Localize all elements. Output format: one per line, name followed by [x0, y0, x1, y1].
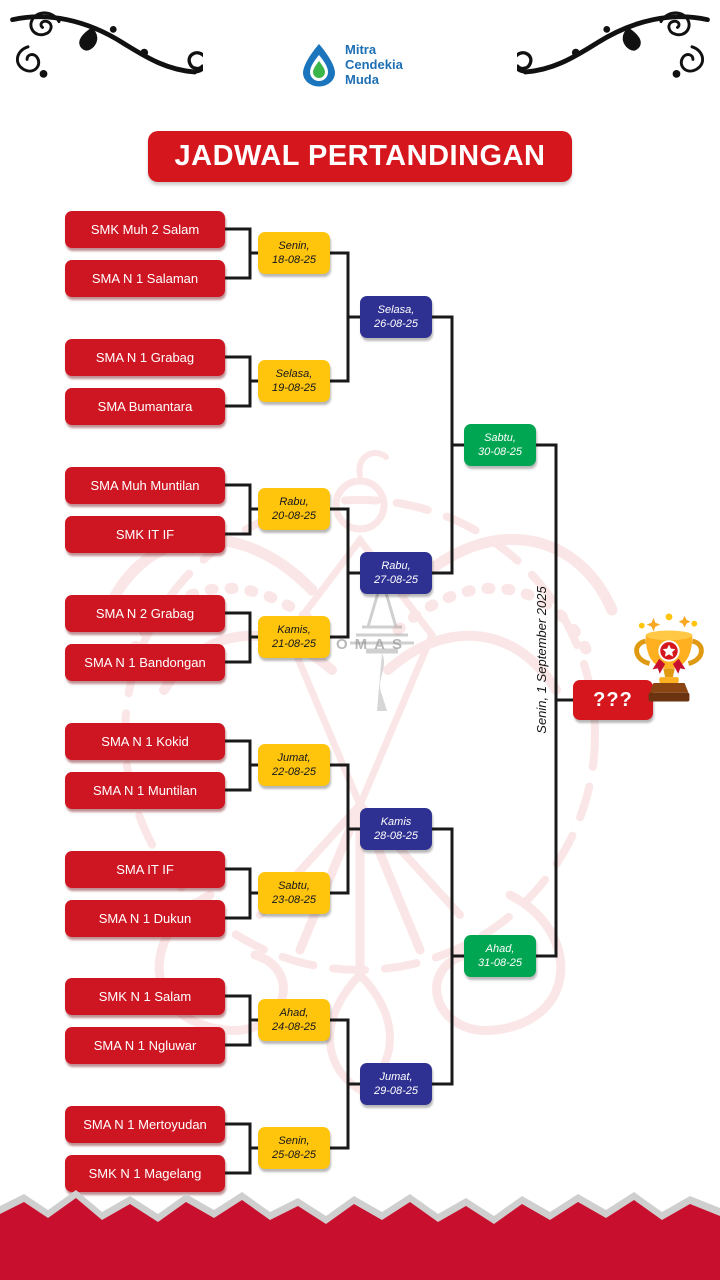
team-box: SMA IT IF — [65, 851, 225, 888]
match-date: 20-08-25 — [271, 510, 317, 522]
team-box: SMK N 1 Salam — [65, 978, 225, 1015]
round2-match-box: Selasa, 26-08-25 — [360, 296, 432, 338]
team-box: SMA N 1 Salaman — [65, 260, 225, 297]
team-box: SMA N 1 Grabag — [65, 339, 225, 376]
match-date: 28-08-25 — [373, 830, 419, 842]
logo-text: Mitra Cendekia Muda — [345, 42, 403, 87]
round1-match-box: Rabu, 20-08-25 — [258, 488, 330, 530]
match-date: 24-08-25 — [271, 1021, 317, 1033]
trophy-icon — [634, 613, 704, 702]
round1-match-box: Senin, 25-08-25 — [258, 1127, 330, 1169]
page-title: JADWAL PERTANDINGAN — [174, 140, 546, 172]
team-box: SMA Muh Muntilan — [65, 467, 225, 504]
logo-line-3: Muda — [345, 72, 379, 87]
round1-match-box: Selasa, 19-08-25 — [258, 360, 330, 402]
team-box: SMA N 1 Ngluwar — [65, 1027, 225, 1064]
match-date: 27-08-25 — [373, 574, 419, 586]
team-box: SMA N 1 Dukun — [65, 900, 225, 937]
champion-placeholder-box: ??? — [573, 680, 653, 720]
round2-match-box: Rabu, 27-08-25 — [360, 552, 432, 594]
round1-match-box: Senin, 18-08-25 — [258, 232, 330, 274]
round1-match-box: Ahad, 24-08-25 — [258, 999, 330, 1041]
match-date: 22-08-25 — [271, 766, 317, 778]
round3-match-box: Sabtu, 30-08-25 — [464, 424, 536, 466]
match-date: 31-08-25 — [477, 957, 523, 969]
match-day: Rabu, — [279, 496, 309, 508]
match-day: Ahad, — [279, 1007, 309, 1019]
match-date: 21-08-25 — [271, 638, 317, 650]
match-day: Senin, — [278, 240, 310, 252]
logo-drop-icon — [303, 43, 335, 86]
match-day: Jumat, — [379, 1071, 413, 1083]
flourish-ornament-left-icon — [10, 11, 203, 78]
match-date: 19-08-25 — [271, 382, 317, 394]
round2-match-box: Jumat, 29-08-25 — [360, 1063, 432, 1105]
match-day: Sabtu, — [484, 432, 516, 444]
match-day: Kamis, — [277, 624, 311, 636]
match-day: Ahad, — [485, 943, 515, 955]
match-day: Kamis — [380, 816, 412, 828]
monument-watermark — [350, 575, 414, 711]
match-day: Sabtu, — [278, 880, 310, 892]
match-date: 29-08-25 — [373, 1085, 419, 1097]
team-box: SMA N 1 Muntilan — [65, 772, 225, 809]
flourish-ornament-right-icon — [517, 11, 710, 78]
final-date-label: Senin, 1 September 2025 — [534, 586, 549, 734]
round1-match-box: Sabtu, 23-08-25 — [258, 872, 330, 914]
logo: Mitra Cendekia Muda — [301, 42, 403, 87]
round3-match-box: Ahad, 31-08-25 — [464, 935, 536, 977]
team-box: SMA N 1 Mertoyudan — [65, 1106, 225, 1143]
team-box: SMK N 1 Magelang — [65, 1155, 225, 1192]
monument-watermark-text: OMAS — [336, 636, 409, 653]
match-date: 23-08-25 — [271, 894, 317, 906]
round1-match-box: Jumat, 22-08-25 — [258, 744, 330, 786]
team-box: SMA Bumantara — [65, 388, 225, 425]
team-box: SMA N 1 Bandongan — [65, 644, 225, 681]
title-banner: JADWAL PERTANDINGAN — [148, 131, 572, 182]
team-box: SMA N 1 Kokid — [65, 723, 225, 760]
round1-match-box: Kamis, 21-08-25 — [258, 616, 330, 658]
match-date: 26-08-25 — [373, 318, 419, 330]
team-box: SMK IT IF — [65, 516, 225, 553]
team-box: SMK Muh 2 Salam — [65, 211, 225, 248]
match-date: 30-08-25 — [477, 446, 523, 458]
match-date: 25-08-25 — [271, 1149, 317, 1161]
round2-match-box: Kamis 28-08-25 — [360, 808, 432, 850]
logo-line-2: Cendekia — [345, 57, 403, 72]
match-day: Selasa, — [275, 368, 313, 380]
team-box: SMA N 2 Grabag — [65, 595, 225, 632]
match-day: Selasa, — [377, 304, 415, 316]
match-day: Jumat, — [277, 752, 311, 764]
match-date: 18-08-25 — [271, 254, 317, 266]
match-day: Rabu, — [381, 560, 411, 572]
match-day: Senin, — [278, 1135, 310, 1147]
logo-line-1: Mitra — [345, 42, 377, 57]
